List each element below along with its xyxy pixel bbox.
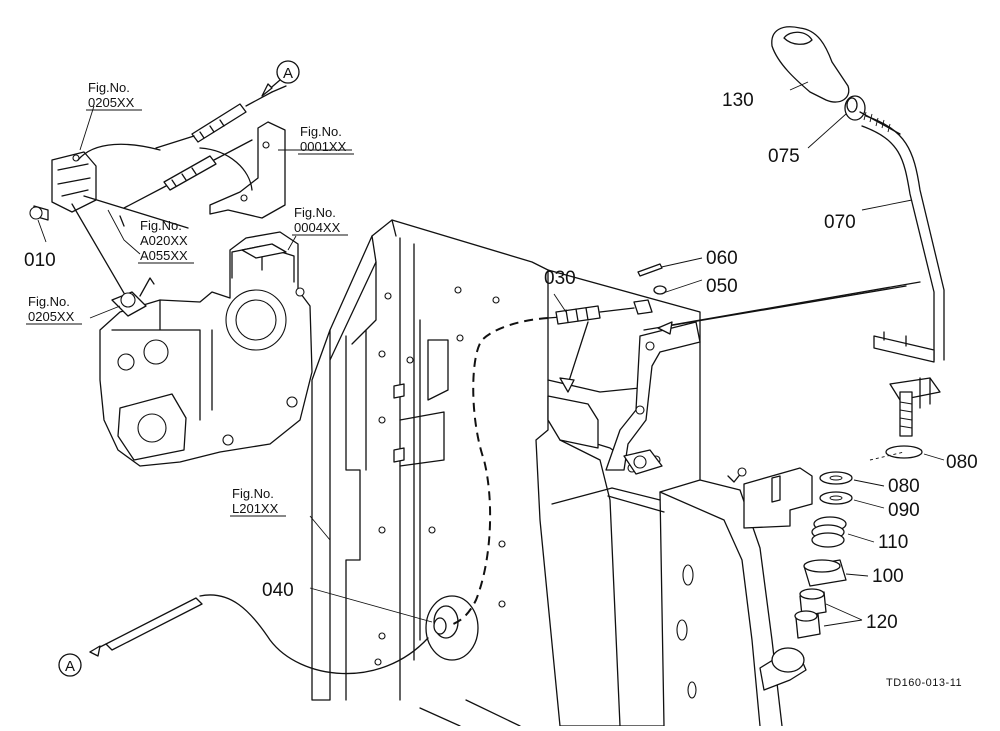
figure-ref-number: 0205XX — [88, 95, 135, 110]
connector-marker-bottom: A — [58, 653, 82, 677]
figure-ref-0001: Fig.No. 0001XX — [298, 124, 354, 155]
throttle-lever-assembly — [643, 26, 945, 639]
part-label-040: 040 — [262, 580, 294, 601]
carburetor-assembly — [29, 91, 313, 467]
figure-ref-0205-bottom: Fig.No. 0205XX — [26, 294, 82, 325]
figure-ref-0205-top: Fig.No. 0205XX — [86, 80, 142, 111]
part-label-130: 130 — [722, 90, 754, 111]
connector-letter-bottom: A — [65, 658, 75, 675]
frame-panel — [311, 219, 813, 727]
label-leaders — [37, 81, 945, 627]
part-label-075: 075 — [768, 146, 800, 167]
part-label-080-lower: 080 — [888, 476, 920, 497]
figure-ref-prefix: Fig.No. — [28, 294, 70, 309]
figure-ref-prefix: Fig.No. — [300, 124, 342, 139]
part-label-110: 110 — [878, 532, 908, 553]
figure-ref-prefix: Fig.No. — [232, 486, 274, 501]
part-label-080-upper: 080 — [946, 452, 978, 473]
part-label-010: 010 — [24, 250, 56, 271]
figure-ref-number: L201XX — [232, 501, 279, 516]
part-label-050: 050 — [706, 276, 738, 297]
part-label-060: 060 — [706, 248, 738, 269]
figure-ref-number: A020XX — [140, 233, 188, 248]
figure-ref-number: 0001XX — [300, 139, 347, 154]
figure-ref-number: 0004XX — [294, 220, 341, 235]
figure-ref-number: 0205XX — [28, 309, 75, 324]
figure-ref-0004: Fig.No. 0004XX — [292, 205, 348, 236]
figure-ref-prefix: Fig.No. — [140, 218, 182, 233]
figure-code: TD160-013-11 — [886, 677, 962, 689]
part-label-090: 090 — [888, 500, 920, 521]
connector-letter-top: A — [283, 65, 293, 82]
figure-ref-l201: Fig.No. L201XX — [230, 486, 286, 517]
clip-050 — [653, 285, 667, 295]
figure-ref-a020: Fig.No. A020XX A055XX — [138, 218, 194, 264]
part-label-070: 070 — [824, 212, 856, 233]
connector-marker-top: A — [261, 60, 300, 97]
figure-ref-prefix: Fig.No. — [294, 205, 336, 220]
figure-ref-number: A055XX — [140, 248, 188, 263]
figure-ref-prefix: Fig.No. — [88, 80, 130, 95]
part-label-120: 120 — [866, 612, 898, 633]
choke-cable — [89, 85, 653, 675]
part-label-030: 030 — [544, 268, 576, 289]
pin-060 — [637, 263, 663, 277]
part-label-100: 100 — [872, 566, 904, 587]
